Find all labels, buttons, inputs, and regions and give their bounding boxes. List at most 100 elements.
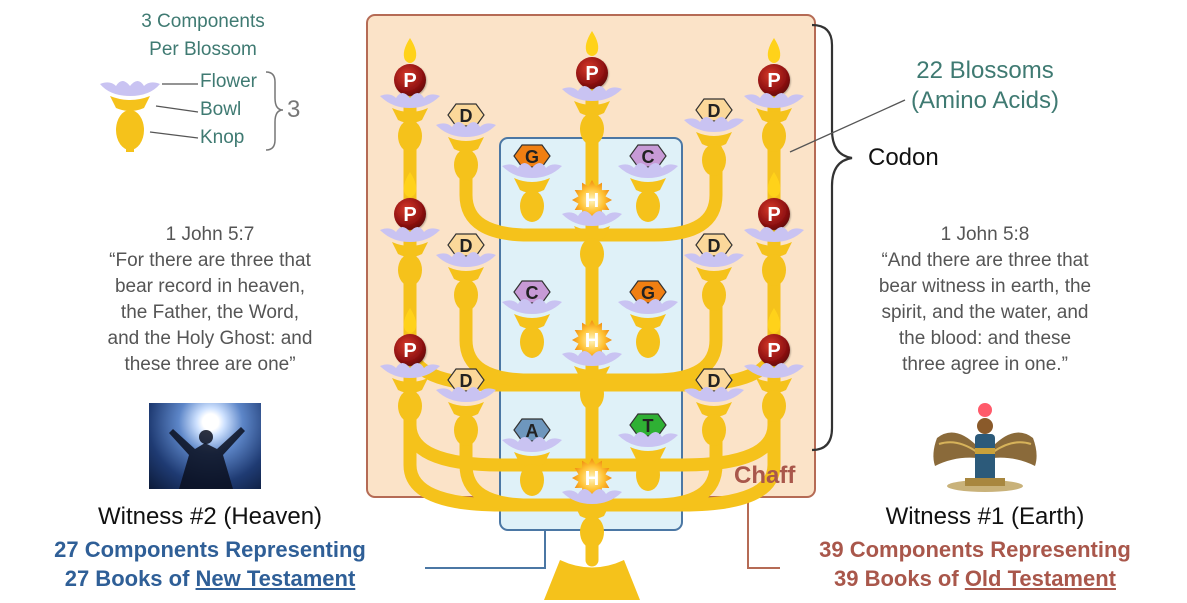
blossom-knop — [580, 238, 604, 270]
blossom-bowl — [514, 314, 550, 329]
blossom-bowl — [630, 447, 666, 462]
h-label: H — [585, 468, 599, 490]
p-label: P — [403, 204, 416, 226]
arm-d-left-2 — [459, 283, 599, 387]
menorah-base — [544, 560, 640, 600]
d-node-4: D — [695, 233, 733, 257]
witness2-line1: 27 Components Representing — [54, 537, 366, 562]
witness2-line2-prefix: 27 Books of — [64, 566, 196, 591]
hex-label: G — [641, 283, 655, 303]
blossom-bowl — [630, 314, 666, 329]
blossom-flower — [436, 252, 496, 267]
h-label: H — [585, 330, 599, 352]
h-burst — [572, 458, 612, 498]
hex-label: C — [526, 283, 539, 303]
p-bulb — [758, 334, 790, 366]
left-quote-ref: 1 John 5:7 — [165, 224, 255, 245]
blossom-knop — [398, 120, 422, 152]
blossom-knop — [580, 516, 604, 548]
blossom-bowl — [756, 108, 792, 123]
blossom-bowl — [392, 108, 428, 123]
left-quote-line: and the Holy Ghost: and — [107, 328, 313, 349]
blossom-knop — [580, 378, 604, 410]
witness2-title: Witness #2 (Heaven) — [97, 503, 323, 530]
left-quote-line: “For there are three that — [109, 250, 311, 271]
h-lamp-3: H — [572, 458, 612, 498]
right-quote-line: bear witness in earth, the — [878, 276, 1092, 297]
c-node-1-blossom — [618, 163, 678, 222]
blossom-flower — [618, 163, 678, 178]
p-blossom — [744, 363, 804, 422]
blossom-knop — [398, 390, 422, 422]
blossom-bowl — [574, 226, 610, 241]
h-burst — [572, 180, 612, 220]
blossom-bowl — [514, 452, 550, 467]
p-label: P — [767, 204, 780, 226]
hex-label: C — [642, 147, 655, 167]
g-node-1: G — [513, 144, 551, 168]
blossom-bowl — [574, 101, 610, 116]
p-blossom — [744, 227, 804, 286]
flame-icon — [403, 38, 417, 63]
g-node-2: G — [629, 280, 667, 304]
blossom-flower — [562, 86, 622, 101]
g-node-1-blossom — [502, 163, 562, 222]
old-testament-link[interactable]: Old Testament — [964, 566, 1116, 591]
legend-count: 3 — [287, 96, 301, 123]
blossom-knop — [762, 254, 786, 286]
h-blossom — [562, 351, 622, 410]
p-bulb — [394, 334, 426, 366]
arm-d-right-1 — [585, 143, 723, 242]
hex-label: A — [526, 421, 539, 441]
chaff-label: Chaff — [734, 462, 796, 489]
p-blossom — [380, 363, 440, 422]
h-label: H — [585, 190, 599, 212]
d-node-6-blossom — [684, 387, 744, 446]
p-blossom — [562, 86, 622, 145]
legend-part-knop: Knop — [200, 127, 245, 148]
legend-line-knop — [149, 131, 199, 139]
blossom-knop — [454, 414, 478, 446]
blossom-knop — [398, 254, 422, 286]
blossom-flower — [436, 387, 496, 402]
blue-connector — [425, 530, 546, 569]
p-lamp-1: P — [394, 38, 426, 96]
witness1-title: Witness #1 (Earth) — [885, 503, 1085, 530]
hex-label: D — [708, 236, 721, 256]
blossom-knop — [702, 144, 726, 176]
blossom-knop — [636, 459, 660, 491]
winged-goddess-icon — [933, 403, 1037, 492]
blossom-bowl — [756, 378, 792, 393]
blossom-bowl — [756, 242, 792, 257]
blossom-flower — [436, 122, 496, 137]
p-lamp-7: P — [758, 308, 790, 366]
blossom-knop — [520, 190, 544, 222]
a-node-blossom — [502, 437, 562, 496]
p-label: P — [403, 340, 416, 362]
left-quote-line: the Father, the Word, — [120, 302, 300, 323]
blossom-flower — [502, 437, 562, 452]
heaven-image — [149, 403, 261, 489]
d-node-2: D — [695, 98, 733, 122]
new-testament-link[interactable]: New Testament — [195, 566, 356, 591]
blossom-bowl — [630, 178, 666, 193]
blossom-bowl — [696, 132, 732, 147]
hex-label: D — [708, 371, 721, 391]
blossom-flower — [380, 363, 440, 378]
legend-part-bowl: Bowl — [200, 99, 242, 120]
d-node-3-blossom — [436, 252, 496, 311]
blossoms-label-line2: (Amino Acids) — [910, 87, 1060, 114]
blossom-flower — [562, 489, 622, 504]
arm-d-left-1 — [459, 143, 599, 242]
d-node-5-blossom — [436, 387, 496, 446]
legend-title-line1: 3 Components — [141, 11, 265, 32]
blossom-flower — [502, 299, 562, 314]
t-node: T — [629, 413, 667, 437]
blossom-bowl — [392, 378, 428, 393]
raised-arms-figure — [169, 427, 245, 489]
d-node-1-blossom — [436, 122, 496, 181]
t-node-blossom — [618, 432, 678, 491]
g-node-2-blossom — [618, 299, 678, 358]
p-bulb — [576, 57, 608, 89]
hex-label: D — [708, 101, 721, 121]
